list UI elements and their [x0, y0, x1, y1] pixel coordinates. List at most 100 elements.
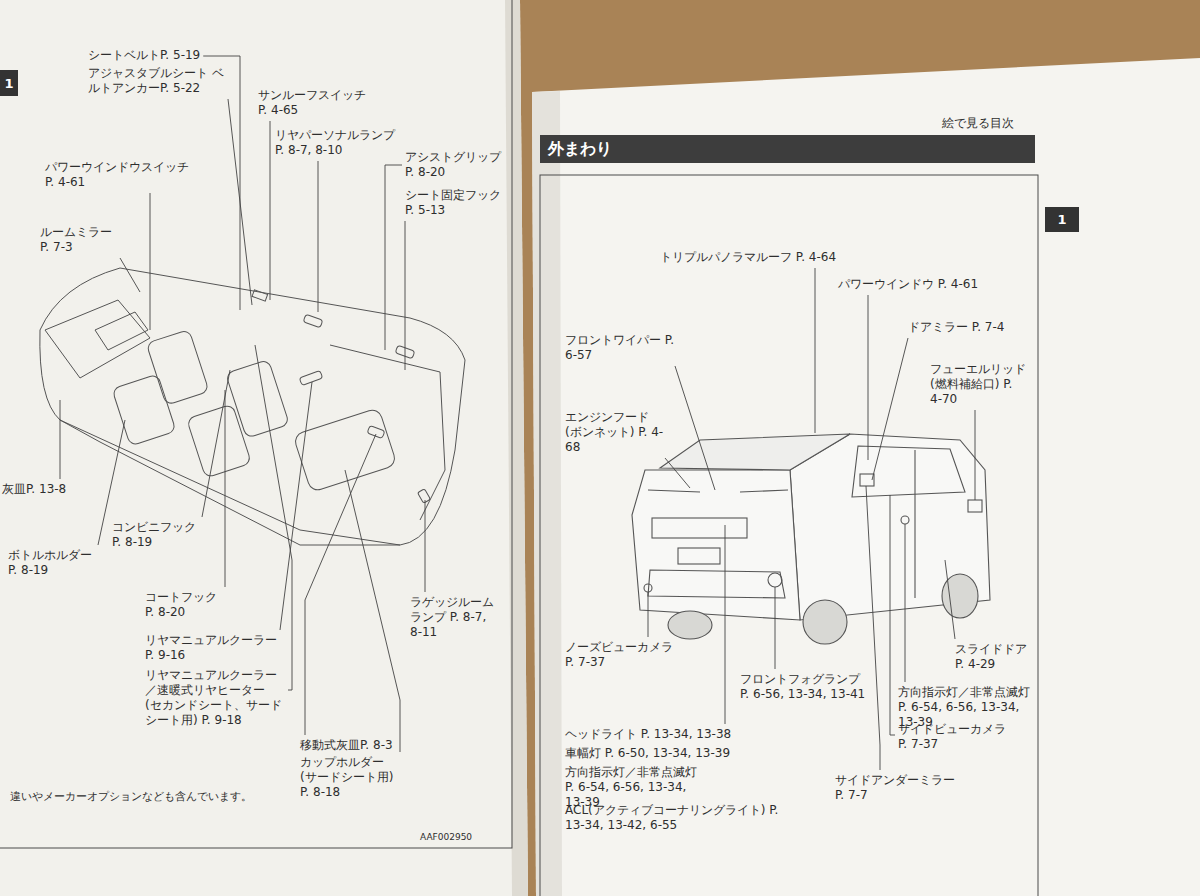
leader-line	[945, 560, 955, 639]
part-label: コンビニフック P. 8-19	[112, 520, 202, 550]
leader-line	[305, 434, 376, 735]
rear-wall	[330, 345, 445, 520]
part-label: リヤマニュアルクーラー ／速暖式リヤヒーター (セカンドシート、サードシート用)…	[145, 668, 285, 728]
second-seat	[187, 404, 252, 478]
part-label: フューエルリッド (燃料補給口) P. 4-70	[930, 362, 1028, 407]
leader-line	[405, 221, 406, 370]
ashtray	[367, 426, 385, 439]
part-label: パワーウインドウ P. 4-61	[838, 277, 978, 292]
leader-line	[385, 165, 402, 350]
page-tab: 1	[1045, 207, 1079, 232]
figure-code: AAF002950	[420, 832, 472, 843]
floor-line	[60, 420, 400, 545]
leader-line	[270, 121, 271, 300]
interior-illustration	[40, 268, 465, 545]
third-seat	[293, 408, 397, 493]
part-label: ノーズビューカメラ P. 7-37	[565, 640, 680, 670]
second-seat	[226, 360, 290, 439]
wheel	[803, 600, 847, 644]
section-title: 外まわり	[548, 139, 612, 160]
page-number: 1	[4, 76, 13, 91]
part-label: エンジンフード (ボンネット) P. 4-68	[565, 410, 665, 455]
page-number: 1	[1057, 212, 1066, 227]
steering-area	[95, 312, 148, 350]
page-tab: 1	[0, 70, 18, 96]
leader-line	[225, 390, 226, 587]
van-illustration	[632, 434, 990, 644]
number-plate	[678, 548, 720, 564]
part-label: アシストグリップ P. 8-20	[405, 150, 503, 180]
left-page	[0, 0, 528, 896]
running-header: 絵で見る目次	[942, 116, 1014, 131]
leader-line	[120, 258, 140, 292]
leader-line	[318, 161, 319, 312]
part-label: ACL(アクティブコーナリングライト) P. 13-34, 13-42, 6-5…	[565, 803, 795, 833]
leader-line	[150, 193, 151, 330]
leader-line	[725, 525, 726, 724]
part-label: トリプルパノラマルーフ P. 4-64	[660, 250, 836, 265]
sunroof-switch	[252, 290, 268, 301]
part-label: サンルーフスイッチ P. 4-65	[258, 88, 373, 118]
part-label: 車幅灯 P. 6-50, 13-34, 13-39	[565, 746, 730, 761]
wiper	[648, 490, 788, 492]
grille	[652, 518, 747, 538]
figure-frame	[0, 0, 512, 848]
part-label: 移動式灰皿P. 8-3	[300, 738, 393, 753]
part-label: サイドビューカメラ P. 7-37	[898, 722, 1013, 752]
part-label: フロントフォグランプ P. 6-56, 13-34, 13-41	[740, 672, 868, 702]
leader-line	[60, 400, 61, 479]
part-label: シートベルトP. 5-19	[88, 48, 200, 63]
side-window	[852, 446, 965, 497]
part-label: 灰皿P. 13-8	[2, 482, 66, 497]
fuel-lid	[968, 500, 982, 512]
part-label: ラゲッジルーム ランプ P. 8-7, 8-11	[410, 595, 498, 640]
part-label: ヘッドライト P. 13-34, 13-38	[565, 727, 731, 742]
cabin-outline	[40, 268, 465, 545]
leader-line	[280, 382, 312, 630]
leader-line	[872, 338, 908, 480]
part-label: コートフック P. 8-20	[145, 590, 225, 620]
part-label: ボトルホルダー P. 8-19	[8, 548, 98, 578]
leader-line	[425, 500, 426, 592]
part-label: ルームミラー P. 7-3	[40, 225, 120, 255]
leader-line	[202, 370, 230, 517]
part-label: リヤパーソナルランプ P. 8-7, 8-10	[275, 128, 400, 158]
part-label: サイドアンダーミラー P. 7-7	[835, 773, 960, 803]
luggage-lamp	[418, 489, 431, 503]
nose-camera	[644, 584, 652, 592]
leader-line	[890, 495, 895, 735]
leader-line	[665, 458, 690, 488]
leader-line	[228, 99, 252, 305]
leader-line	[675, 366, 715, 490]
leader-line	[975, 410, 976, 500]
leader-line	[815, 268, 816, 433]
personal-lamp	[303, 314, 323, 328]
bumper-mesh	[648, 570, 785, 598]
part-label: リヤマニュアルクーラー P. 9-16	[145, 633, 280, 663]
leader-line	[203, 56, 240, 310]
wheel	[668, 611, 712, 639]
leader-line	[775, 587, 776, 669]
footnote: 違いやメーカーオプションなども含んでいます。	[10, 790, 252, 804]
part-label: フロントワイパー P. 6-57	[565, 333, 675, 363]
side-turn-lamp	[901, 516, 909, 524]
section-header-band: 外まわり	[540, 135, 1035, 163]
leader-line	[648, 592, 649, 637]
door-mirror	[860, 474, 874, 486]
part-label: シート固定フック P. 5-13	[405, 188, 503, 218]
leader-line	[868, 295, 869, 460]
dashboard	[45, 300, 150, 378]
page-gutter-shadow	[532, 91, 562, 896]
leader-line	[866, 486, 880, 770]
fog-lamp	[768, 573, 782, 587]
sliding-door-line	[914, 450, 915, 598]
right-page	[532, 58, 1200, 896]
cooler-vent	[299, 370, 322, 385]
part-label: パワーウインドウスイッチ P. 4-61	[45, 160, 195, 190]
front-seat	[146, 329, 209, 405]
figure-frame	[540, 175, 1038, 896]
windshield	[660, 434, 850, 470]
leader-line	[345, 470, 400, 752]
page-gutter-shadow	[505, 0, 528, 896]
